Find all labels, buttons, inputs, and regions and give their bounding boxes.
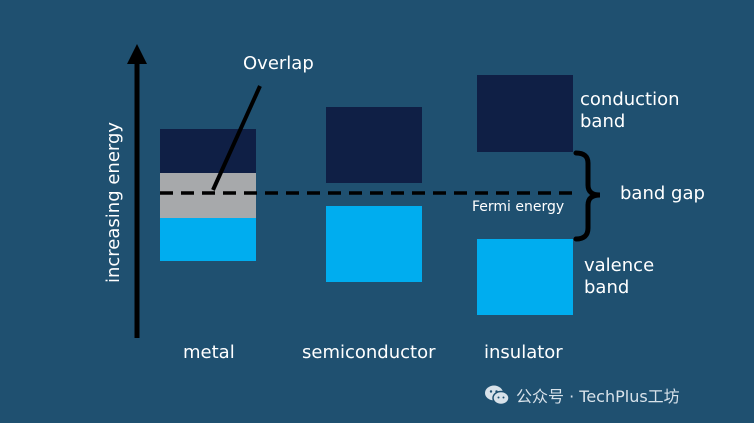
overlap-label: Overlap (243, 53, 314, 74)
semiconductor-conduction-band (326, 107, 422, 183)
category-label-metal: metal (183, 342, 235, 363)
metal-valence-band (160, 218, 256, 261)
watermark-text: 公众号 · TechPlus工坊 (516, 387, 680, 406)
overlap-pointer-line (211, 85, 262, 191)
conduction-band-label-line2: band (580, 111, 626, 132)
insulator-conduction-band (477, 75, 573, 152)
watermark: 公众号 · TechPlus工坊 (484, 383, 680, 407)
fermi-energy-label: Fermi energy (472, 199, 565, 215)
metal-conduction-band (160, 129, 256, 173)
band-gap-label: band gap (620, 183, 705, 204)
metal-overlap-band (160, 173, 256, 218)
valence-band-label-line2: band (584, 277, 630, 298)
energy-axis-label: increasing energy (103, 121, 124, 283)
valence-band-label: valence band (584, 255, 654, 299)
category-label-insulator: insulator (484, 342, 563, 363)
valence-band-label-line1: valence (584, 255, 655, 276)
conduction-band-label: conduction band (580, 89, 680, 133)
insulator-valence-band (477, 239, 573, 315)
wechat-icon (485, 385, 510, 406)
semiconductor-valence-band (326, 206, 422, 282)
band-gap-brace (573, 150, 601, 242)
category-label-semiconductor: semiconductor (302, 342, 436, 363)
conduction-band-label-line1: conduction (580, 89, 680, 110)
energy-axis-arrowhead (127, 44, 147, 64)
